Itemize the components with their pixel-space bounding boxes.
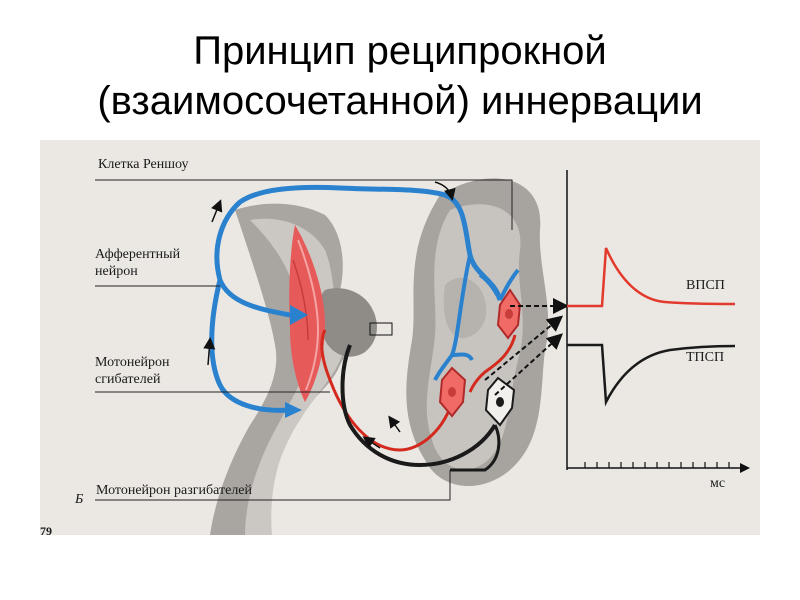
direction-arrows — [203, 181, 456, 449]
arrow-top-right-icon — [434, 181, 456, 201]
flexor-motoneuron-label-line2: сгибателей — [95, 372, 161, 387]
extensor-leader — [95, 470, 451, 501]
afferent-branch-4 — [451, 352, 474, 362]
graph-x-axis-arrow-icon — [740, 463, 750, 473]
central-region — [443, 277, 487, 339]
arrow-up-left-lower-icon — [203, 337, 216, 366]
extensor-axon-tail — [450, 424, 501, 472]
flexor-motoneuron-nucleus — [448, 387, 456, 397]
flexor-motoneuron-label-line1: Мотонейрон — [95, 355, 170, 370]
arrow-extensor-icon — [388, 415, 401, 433]
extensor-axon — [340, 344, 497, 468]
reciprocal-innervation-figure: Клетка Реншоу Афферентный нейрон Мотоней… — [40, 140, 760, 535]
extensor-red-branch — [468, 334, 517, 393]
afferent-receptor-lower-icon — [285, 402, 302, 418]
ipsp-trace — [567, 343, 736, 407]
diagram-canvas — [95, 170, 750, 535]
muscle-fibers — [297, 239, 320, 391]
ipsp-probe-line-2 — [494, 333, 563, 396]
flexor-motoneuron-path — [320, 329, 517, 452]
graph-x-ticks — [584, 462, 730, 468]
arrow-up-left-icon — [211, 199, 223, 223]
afferent-loop-lower — [209, 279, 291, 413]
epsp-trace — [567, 247, 736, 308]
slide-title: Принцип реципрокной (взаимосочетанной) и… — [0, 26, 800, 126]
nerve-ending — [369, 322, 393, 336]
afferent-branch-2 — [478, 273, 502, 301]
kneecap — [318, 288, 377, 357]
arrow-flexor-icon — [362, 436, 381, 449]
muscle-fibers-dark — [292, 259, 309, 341]
neurons — [438, 288, 522, 427]
afferent-neuron-label-line2: нейрон — [95, 264, 138, 279]
renshaw-neuron-nucleus — [505, 309, 513, 319]
title-line-1: Принцип реципрокной — [193, 29, 607, 73]
renshaw-cell-label: Клетка Реншоу — [98, 157, 189, 172]
ipsp-label: ТПСП — [686, 350, 725, 365]
extensor-motoneuron-nucleus — [496, 397, 504, 407]
renshaw-leader — [95, 179, 513, 230]
ipsp-probe-line-1 — [484, 315, 564, 381]
epsp-label: ВПСП — [686, 278, 725, 293]
recording-probes — [484, 298, 569, 396]
afferent-receptor-upper-icon — [290, 305, 308, 325]
afferent-branch-1 — [498, 268, 520, 301]
extensor-motoneuron-path — [340, 344, 501, 472]
afferent-neuron-path — [209, 184, 520, 418]
time-axis-unit: мс — [710, 476, 726, 491]
flexor-axon — [320, 329, 455, 452]
label-leader-lines — [95, 179, 513, 501]
potential-graph — [566, 170, 750, 473]
knee-joint-illustration — [210, 203, 393, 535]
afferent-branch-3 — [433, 254, 472, 381]
afferent-neuron-label-line1: Афферентный — [95, 247, 181, 262]
extensor-motoneuron-label: Мотонейрон разгибателей — [96, 483, 253, 498]
title-line-2: (взаимосочетанной) иннервации — [97, 79, 703, 123]
panel-letter: Б — [75, 492, 84, 507]
page-number: 79 — [40, 526, 52, 535]
